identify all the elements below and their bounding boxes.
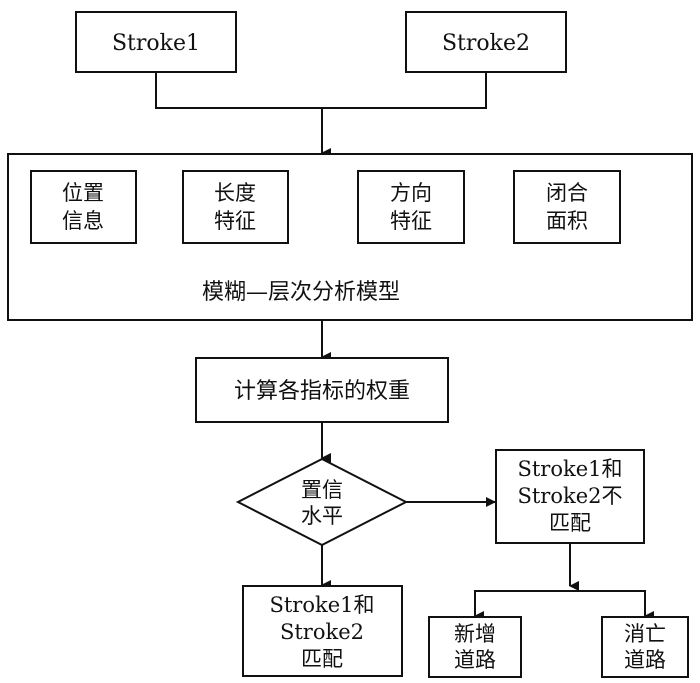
match-line3: 匹配 [301, 647, 343, 671]
new-road-line1: 新增 [454, 622, 496, 646]
indicator-position: 位置 信息 [30, 170, 137, 244]
decision-line1: 置信 [301, 478, 343, 502]
decision-line2: 水平 [301, 504, 343, 528]
stroke1-box: Stroke1 [75, 11, 237, 73]
mismatch-line2: Stroke2不 [517, 484, 622, 508]
vanished-road-line2: 道路 [624, 648, 666, 672]
indicator-closed-area-line1: 闭合 [546, 181, 588, 205]
match-line1: Stroke1和 [269, 593, 374, 617]
confidence-decision: 置信 水平 [235, 457, 409, 547]
mismatch-box: Stroke1和 Stroke2不 匹配 [495, 449, 645, 544]
vanished-road-box: 消亡 道路 [601, 616, 689, 678]
indicator-direction-line2: 特征 [390, 209, 432, 233]
indicator-length: 长度 特征 [182, 170, 289, 244]
indicator-direction-line1: 方向 [390, 181, 432, 205]
model-box: 位置 信息 长度 特征 方向 特征 闭合 面积 模糊—层次分析模型 [7, 153, 693, 321]
match-line2: Stroke2 [280, 620, 364, 644]
new-road-line2: 道路 [454, 648, 496, 672]
stroke1-label: Stroke1 [112, 31, 200, 56]
indicator-position-line2: 信息 [62, 209, 104, 233]
weights-box: 计算各指标的权重 [195, 357, 449, 423]
mismatch-line1: Stroke1和 [517, 457, 622, 481]
indicator-direction: 方向 特征 [357, 170, 465, 244]
weights-label: 计算各指标的权重 [234, 379, 410, 404]
match-box: Stroke1和 Stroke2 匹配 [242, 585, 403, 677]
merge-connector [155, 72, 487, 109]
model-title: 模糊—层次分析模型 [202, 280, 400, 305]
outcome-split-connector [474, 590, 646, 615]
mismatch-line3: 匹配 [549, 511, 591, 535]
indicator-closed-area: 闭合 面积 [513, 170, 621, 244]
indicator-closed-area-line2: 面积 [546, 209, 588, 233]
indicator-position-line1: 位置 [62, 181, 104, 205]
new-road-box: 新增 道路 [428, 616, 522, 678]
indicator-length-line2: 特征 [214, 209, 256, 233]
vanished-road-line1: 消亡 [624, 622, 666, 646]
indicator-length-line1: 长度 [214, 181, 256, 205]
stroke2-label: Stroke2 [442, 31, 530, 56]
stroke2-box: Stroke2 [405, 11, 567, 73]
